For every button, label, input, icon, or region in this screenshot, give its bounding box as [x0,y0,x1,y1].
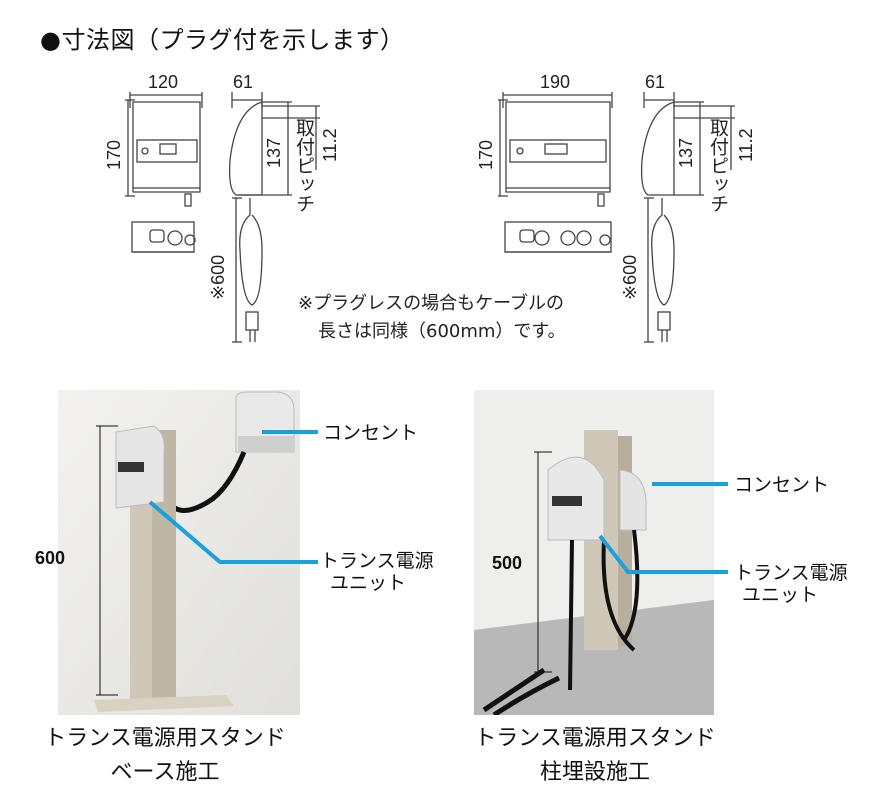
left-bottom-view [131,221,196,253]
photo-pillar-installation [474,390,714,715]
left-width-dimension: 120 [148,72,179,92]
photo-base-installation [58,390,300,715]
left-callout-unit: トランス電源 ユニット [320,550,434,594]
left-side-view [228,92,320,343]
right-depth-dimension: 61 [645,72,666,92]
base-installation-illustration [58,390,300,715]
left-callout-unit-line2: ユニット [330,572,407,594]
right-callout-unit: トランス電源 ユニット [734,562,848,606]
right-side-view [640,92,735,343]
right-callout-unit-line2: ユニット [742,584,819,606]
plugless-note-line1: ※プラグレスの場合もケーブルの [298,293,565,314]
left-callout-outlet: コンセント [323,422,419,444]
caption-pillar-line2: 柱埋設施工 [539,760,650,785]
pillar-height-label: 500 [492,553,523,573]
right-front-view [498,92,613,207]
right-bottom-view [504,221,612,253]
right-pitch-label: 取付ピッチ [707,118,728,213]
caption-pillar-line1: トランス電源用スタンド [474,726,716,751]
right-callout-unit-line1: トランス電源 [734,562,848,584]
left-pitch-label: 取付ピッチ [293,118,314,213]
right-width-dimension: 190 [540,72,571,92]
base-height-label: 600 [35,548,66,568]
left-callout-unit-line1: トランス電源 [320,550,434,572]
plugless-note-line2: 長さは同様（600mm）です。 [318,321,566,342]
pillar-installation-illustration [474,390,714,715]
right-callout-outlet: コンセント [734,474,830,496]
section-title: ●寸法図（プラグ付を示します） [40,26,405,54]
left-front-view [125,92,203,207]
caption-base-line2: ベース施工 [110,760,220,785]
plugless-note: ※プラグレスの場合もケーブルの 長さは同様（600mm）です。 [298,290,566,346]
caption-base-installation: トランス電源用スタンド ベース施工 [40,722,290,790]
caption-pillar-installation: トランス電源用スタンド 柱埋設施工 [470,722,720,790]
left-depth-dimension: 61 [233,72,254,92]
caption-base-line1: トランス電源用スタンド [44,726,286,751]
